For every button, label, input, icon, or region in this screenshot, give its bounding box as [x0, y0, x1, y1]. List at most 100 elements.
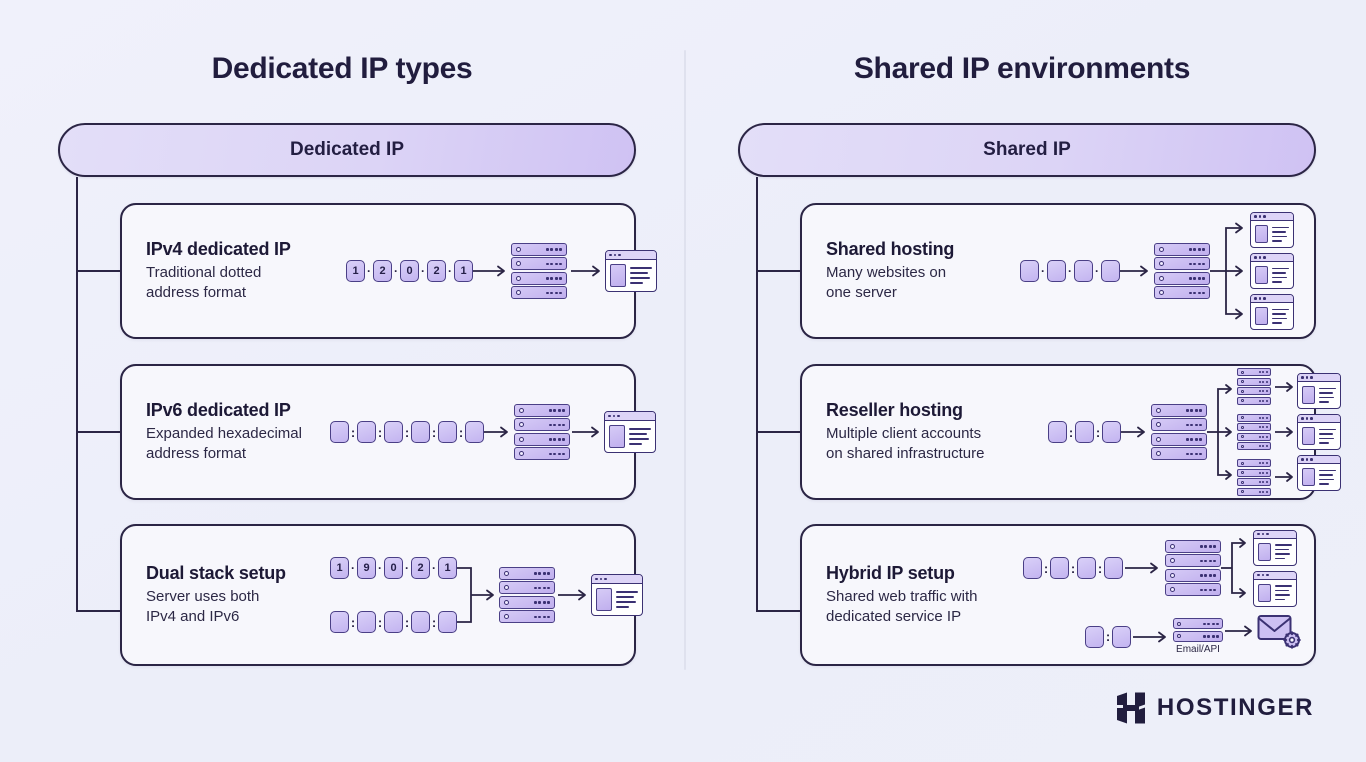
arrow-icon	[1275, 427, 1293, 437]
tree-trunk-left	[76, 177, 78, 611]
ip-hextet	[1075, 421, 1094, 443]
server-rack-icon	[1165, 539, 1221, 597]
ip-hextet	[1077, 557, 1096, 579]
card-visual: 1 · 9 · 0 · 2 · 1 : :	[330, 526, 643, 664]
ip-hextet	[330, 611, 349, 633]
ip-hextet	[1102, 421, 1121, 443]
ip-address-shared: : :	[1048, 421, 1121, 443]
server-rack-icon	[1237, 459, 1271, 496]
page-title-shared: Shared IP environments	[853, 52, 1191, 85]
browser-window-icon	[604, 411, 656, 453]
ip-separator: ·	[405, 561, 409, 575]
card-reseller-hosting[interactable]: Reseller hosting Multiple client account…	[800, 364, 1341, 500]
arrow-icon	[1120, 265, 1148, 277]
tree-branch-left-2	[76, 431, 122, 433]
tree-branch-right-1	[756, 270, 802, 272]
ip-separator: ·	[1095, 264, 1099, 278]
ip-hextet	[330, 421, 349, 443]
browser-window-icon	[1253, 529, 1297, 566]
ip-separator: :	[404, 614, 410, 630]
server-rack-icon	[1237, 368, 1271, 405]
arrow-icon	[558, 589, 586, 601]
arrow-icon	[1133, 631, 1166, 642]
ip-octet: 1	[454, 260, 473, 282]
ip-hextet	[1050, 557, 1069, 579]
ip-address-ipv6: : : : :	[330, 611, 457, 633]
ip-octet: 0	[384, 557, 403, 579]
ip-hextet	[465, 421, 484, 443]
card-visual: · · ·	[1020, 205, 1310, 337]
ip-separator: :	[377, 614, 383, 630]
ip-octet: 2	[411, 557, 430, 579]
brand-logo: HOSTINGER	[1116, 692, 1314, 724]
card-title: IPv6 dedicated IP	[146, 400, 291, 421]
fanout-arrow-icon	[1210, 222, 1243, 320]
hostinger-mark-icon	[1116, 692, 1145, 724]
header-pill-label: Dedicated IP	[289, 139, 405, 160]
ip-octet	[1074, 260, 1093, 282]
ip-separator: :	[350, 614, 356, 630]
tree-branch-left-3	[76, 610, 122, 612]
browser-window-icon	[605, 250, 657, 292]
ip-separator: :	[377, 424, 383, 440]
card-visual: 1 · 2 · 0 · 2 · 1	[346, 205, 657, 337]
ip-address-service: :	[1085, 625, 1131, 648]
ip-separator: :	[1095, 424, 1101, 440]
browser-window-icon	[1250, 294, 1294, 330]
header-pill-label: Shared IP	[983, 139, 1071, 160]
service-label: Email/API	[1176, 643, 1220, 655]
card-title: Hybrid IP setup	[826, 563, 955, 584]
fanout-arrow-icon	[1207, 384, 1232, 480]
arrow-icon	[1275, 472, 1293, 482]
browser-window-icon	[1297, 373, 1341, 409]
card-visual: : : :	[1023, 526, 1308, 664]
ip-hextet	[1112, 625, 1131, 648]
card-text: Reseller hosting Multiple client account…	[826, 400, 1056, 464]
ip-octet: 1	[346, 260, 365, 282]
ip-octet: 2	[427, 260, 446, 282]
ip-hextet	[384, 611, 403, 633]
ip-hextet	[357, 611, 376, 633]
ip-separator: ·	[421, 264, 425, 278]
ip-hextet	[1048, 421, 1067, 443]
column-dedicated-ip: Dedicated IP types Dedicated IP IPv4 ded…	[42, 0, 662, 762]
card-title: Dual stack setup	[146, 563, 286, 584]
ip-hextet	[1023, 557, 1042, 579]
ip-separator: ·	[1068, 264, 1072, 278]
ip-octet	[1020, 260, 1039, 282]
ip-hextet	[411, 421, 430, 443]
card-visual: : :	[1048, 366, 1341, 498]
arrow-icon	[571, 265, 600, 277]
browser-window-icon	[1253, 570, 1297, 607]
header-pill-shared-ip: Shared IP	[738, 123, 1316, 177]
card-visual: : : : : :	[330, 366, 656, 498]
ip-separator: :	[350, 424, 356, 440]
card-title: IPv4 dedicated IP	[146, 239, 291, 260]
arrow-icon	[473, 265, 505, 277]
arrow-icon	[572, 426, 599, 438]
ip-separator: :	[1043, 560, 1049, 576]
ip-octet: 1	[438, 557, 457, 579]
ip-separator: ·	[1041, 264, 1045, 278]
ip-address-shared: : : :	[1023, 557, 1123, 579]
server-rack-icon	[499, 566, 555, 624]
server-rack-icon	[1151, 403, 1207, 461]
server-rack-icon	[1173, 618, 1223, 642]
ip-separator: ·	[367, 264, 371, 278]
fanout-arrow-icon	[1221, 538, 1246, 598]
arrow-icon	[1225, 625, 1252, 636]
ip-octet: 9	[357, 557, 376, 579]
ip-separator: :	[1097, 560, 1103, 576]
